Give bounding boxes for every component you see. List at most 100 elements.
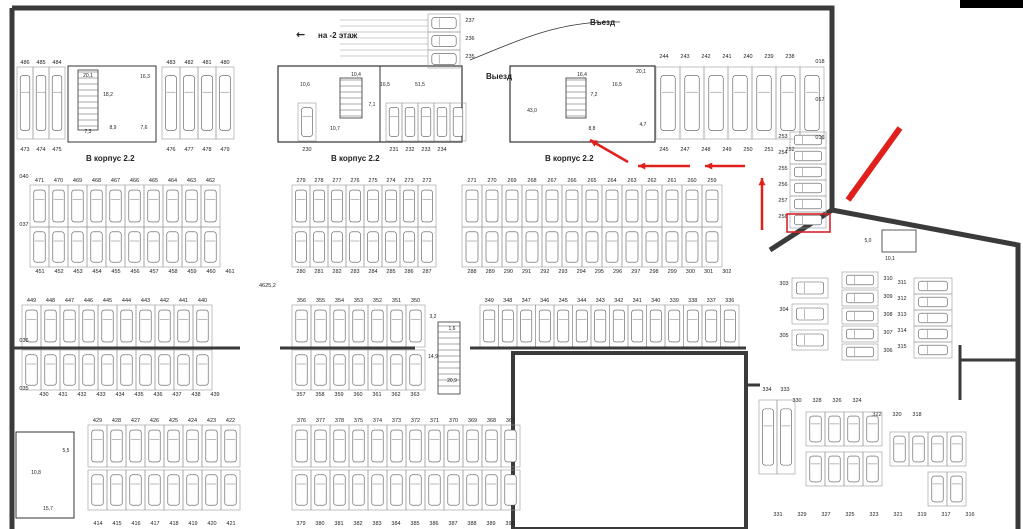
spot-number: 482 — [184, 60, 193, 66]
spot-number: 340 — [651, 298, 660, 304]
car-icon — [950, 435, 963, 463]
car-icon — [110, 429, 123, 463]
spot-number: 037 — [19, 222, 28, 228]
car-icon — [794, 182, 822, 194]
spot-number: 295 — [595, 269, 604, 275]
car-icon — [186, 429, 199, 463]
spot-number: 470 — [54, 178, 63, 184]
spot-number: 245 — [659, 147, 668, 153]
spot-number: 263 — [627, 178, 636, 184]
car-icon — [794, 166, 822, 178]
car-icon — [705, 189, 719, 223]
car-icon — [732, 75, 748, 131]
spot-number: 242 — [701, 54, 710, 60]
parking-spot — [192, 349, 213, 391]
spot-number: 264 — [607, 178, 616, 184]
spot-number: 417 — [150, 521, 159, 527]
car-icon — [931, 475, 944, 503]
spot-number: 357 — [296, 392, 305, 398]
parking-spot — [946, 471, 967, 507]
car-icon — [465, 231, 479, 263]
arrow-left-icon: ← — [296, 28, 306, 41]
car-icon — [295, 309, 308, 343]
spot-number: 296 — [613, 269, 622, 275]
spot-number: 377 — [316, 418, 325, 424]
car-icon — [660, 75, 676, 131]
spot-number: 324 — [852, 398, 861, 404]
car-icon — [631, 309, 644, 343]
car-icon — [219, 75, 231, 131]
spot-number: 316 — [965, 512, 974, 518]
spot-number: 253 — [778, 134, 787, 140]
spot-number: 339 — [670, 298, 679, 304]
spot-number: 293 — [558, 269, 567, 275]
label-entry: Въезд — [590, 18, 616, 27]
spot-number: 319 — [917, 512, 926, 518]
spot-number: 382 — [353, 521, 362, 527]
car-icon — [33, 231, 46, 263]
car-icon — [352, 309, 365, 343]
room-area: 4,7 — [640, 122, 647, 128]
car-icon — [828, 455, 841, 483]
room-area: 16,5 — [380, 82, 390, 88]
car-icon — [809, 455, 822, 483]
car-icon — [139, 309, 152, 343]
parking-spot — [841, 289, 879, 307]
car-icon — [605, 231, 619, 263]
car-icon — [794, 214, 822, 226]
stair-core — [67, 65, 157, 143]
spot-number: 237 — [465, 18, 474, 24]
spot-number: 362 — [391, 392, 400, 398]
spot-number: 311 — [898, 280, 907, 286]
parking-spot — [405, 349, 426, 391]
car-icon — [128, 231, 141, 263]
red-arrow-head — [758, 178, 766, 186]
spot-number: 331 — [773, 512, 782, 518]
car-icon — [367, 231, 379, 263]
car-icon — [705, 231, 719, 263]
room-area: 7,3 — [85, 129, 92, 135]
spot-number: 326 — [832, 398, 841, 404]
spot-number: 478 — [202, 147, 211, 153]
spot-number: 463 — [187, 178, 196, 184]
room-area: 43,0 — [527, 108, 537, 114]
car-icon — [109, 189, 122, 223]
room-area: 8,8 — [589, 126, 596, 132]
spot-number: 390 — [505, 521, 514, 527]
car-icon — [421, 189, 433, 223]
car-icon — [390, 429, 403, 463]
car-icon — [796, 281, 824, 295]
spot-number: 474 — [36, 147, 45, 153]
car-icon — [295, 354, 308, 386]
spot-number: 276 — [350, 178, 359, 184]
spot-number: 286 — [404, 269, 413, 275]
spot-number: 477 — [184, 147, 193, 153]
spot-number: 313 — [897, 312, 906, 318]
parking-spot — [220, 424, 241, 468]
spot-number: 235 — [465, 54, 474, 60]
parking-spot — [297, 102, 317, 142]
spot-number: 384 — [391, 521, 400, 527]
car-icon — [403, 189, 415, 223]
car-icon — [204, 231, 217, 263]
car-icon — [331, 231, 343, 263]
spot-number: 249 — [722, 147, 731, 153]
service-core-right — [509, 65, 656, 143]
parking-spot — [776, 399, 796, 475]
car-icon — [866, 455, 879, 483]
spot-number: 306 — [883, 348, 892, 354]
spot-number: 473 — [20, 147, 29, 153]
spot-number: 431 — [58, 392, 67, 398]
spot-number: 270 — [487, 178, 496, 184]
spot-number: 346 — [540, 298, 549, 304]
spot-number: 380 — [315, 521, 324, 527]
car-icon — [565, 231, 579, 263]
car-icon — [684, 75, 700, 131]
car-icon — [367, 189, 379, 223]
room-area: 8,9 — [110, 125, 117, 131]
room-area: 15,7 — [43, 506, 53, 512]
spot-number: 333 — [780, 387, 789, 393]
spot-number: 040 — [19, 174, 28, 180]
car-icon — [625, 189, 639, 223]
